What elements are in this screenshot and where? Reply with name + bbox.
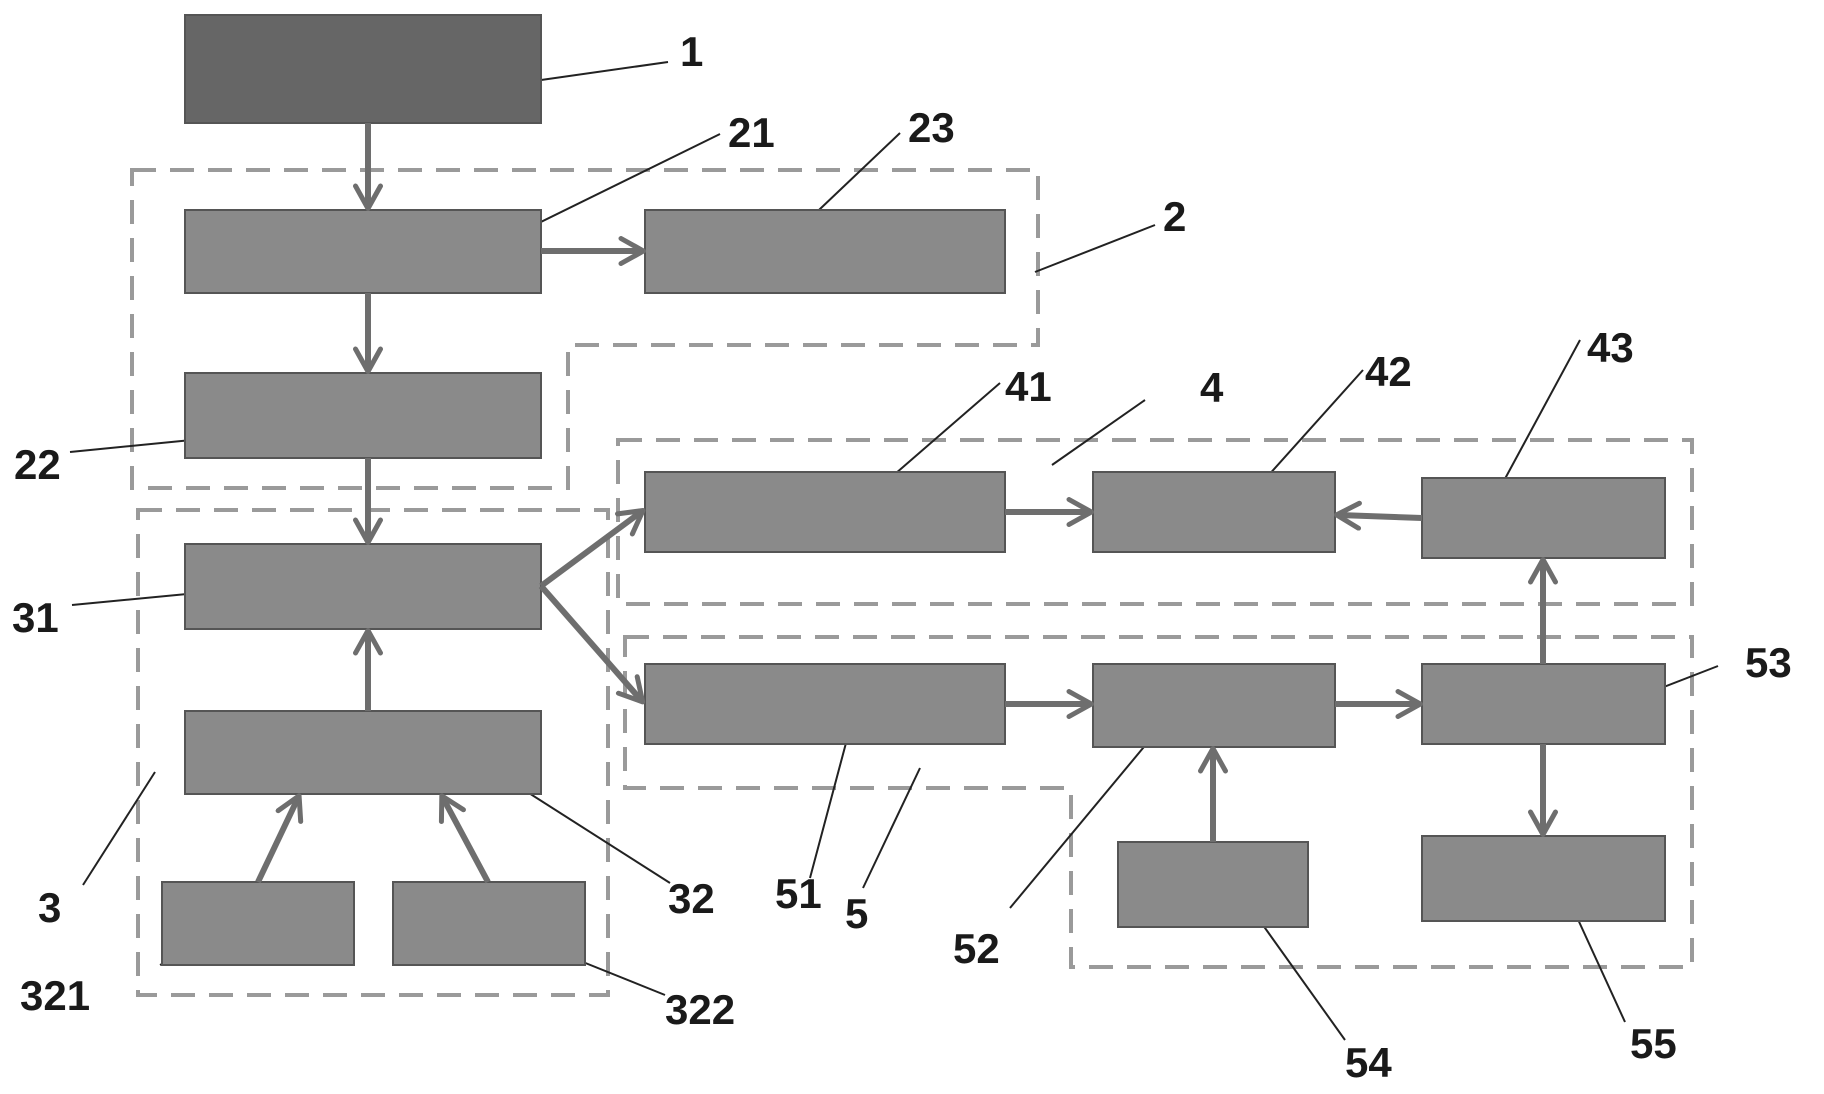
arrow-31-to-51 <box>538 584 646 705</box>
label-53: 53 <box>1745 639 1792 686</box>
block-42 <box>1092 471 1336 553</box>
group-3-outline <box>136 508 610 997</box>
label-31: 31 <box>12 594 59 641</box>
block-23 <box>644 209 1006 294</box>
label-41: 41 <box>1005 363 1052 410</box>
block-321 <box>161 881 355 966</box>
block-32 <box>184 710 542 795</box>
label-54: 54 <box>1345 1039 1392 1086</box>
label-2: 2 <box>1163 193 1186 240</box>
block-52 <box>1092 663 1336 748</box>
label-22: 22 <box>14 441 61 488</box>
labels: 1 21 23 2 22 31 3 32 321 322 41 4 42 43 … <box>12 28 1792 1086</box>
arrow-321-to-32 <box>255 793 304 884</box>
arrow-43-to-42 <box>1334 500 1423 531</box>
block-41 <box>644 471 1006 553</box>
block-43 <box>1421 477 1666 559</box>
label-42: 42 <box>1365 348 1412 395</box>
label-3: 3 <box>38 884 61 931</box>
arrows <box>255 123 1558 884</box>
block-55 <box>1421 835 1666 922</box>
label-321: 321 <box>20 972 90 1019</box>
blocks <box>161 14 1666 966</box>
block-21 <box>184 209 542 294</box>
label-32: 32 <box>668 875 715 922</box>
label-322: 322 <box>665 986 735 1033</box>
group-5-outline <box>623 635 1694 969</box>
label-1: 1 <box>680 28 703 75</box>
block-322 <box>392 881 586 966</box>
group-2-outline <box>130 168 1040 490</box>
label-55: 55 <box>1630 1020 1677 1067</box>
arrow-322-to-32 <box>438 793 491 884</box>
block-51 <box>644 663 1006 745</box>
label-4: 4 <box>1200 364 1224 411</box>
block-1 <box>184 14 542 124</box>
label-52: 52 <box>953 925 1000 972</box>
arrow-31-to-41 <box>539 508 646 589</box>
block-53 <box>1421 663 1666 745</box>
label-51: 51 <box>775 870 822 917</box>
block-54 <box>1117 841 1309 928</box>
block-22 <box>184 372 542 459</box>
label-5: 5 <box>845 890 868 937</box>
block-31 <box>184 543 542 630</box>
label-23: 23 <box>908 104 955 151</box>
label-21: 21 <box>728 109 775 156</box>
label-43: 43 <box>1587 324 1634 371</box>
